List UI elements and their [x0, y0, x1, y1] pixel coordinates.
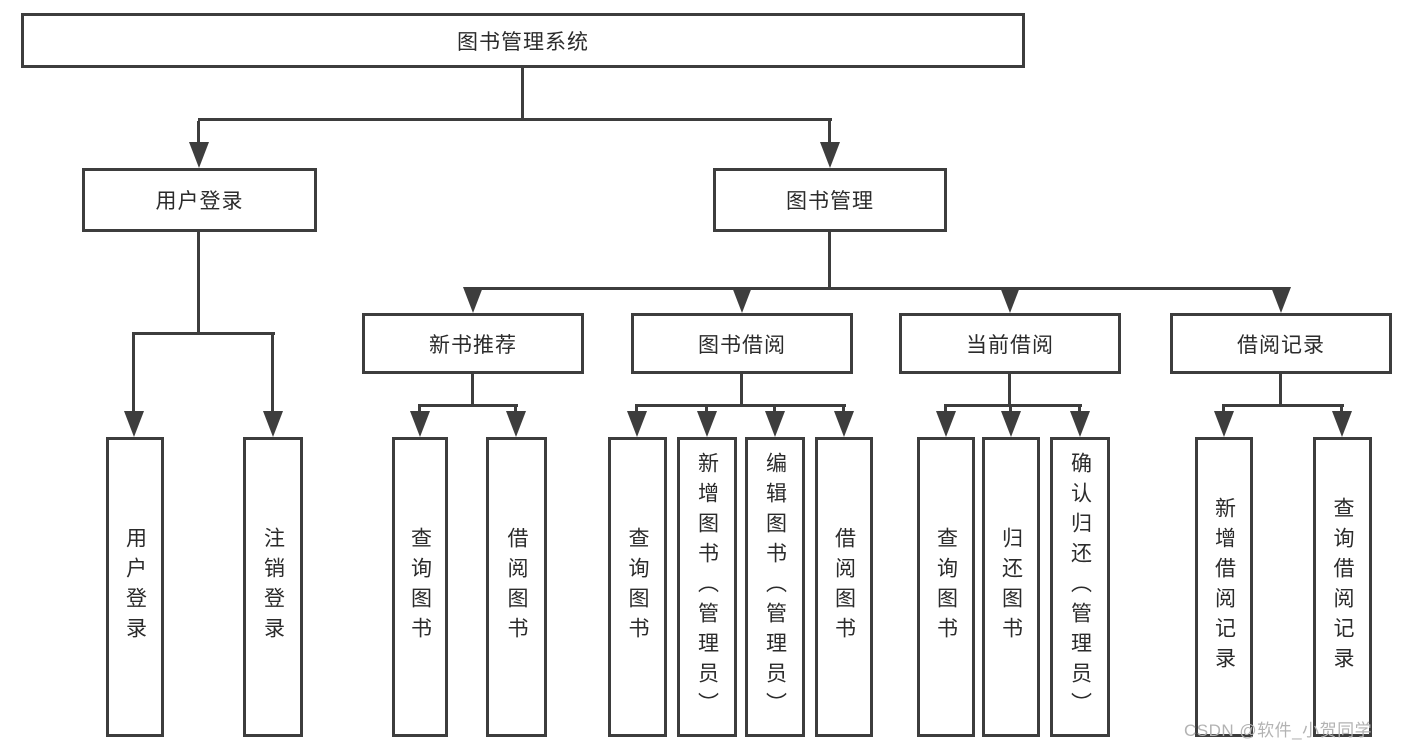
edge-stem-newbook-2 — [514, 404, 517, 414]
edge-borrowrecord-stub — [1279, 374, 1282, 407]
arrowhead-bookborrow-3 — [765, 411, 785, 437]
edge-currentborrow-bar — [945, 404, 1082, 407]
arrowhead-logout-leaf — [263, 411, 283, 437]
leaf-add-book-admin: 新增图书（管理员） — [677, 437, 737, 737]
csdn-watermark: CSDN @软件_小贺同学 — [1184, 721, 1373, 740]
node-root-label: 图书管理系统 — [457, 30, 589, 54]
node-current-borrow-label: 当前借阅 — [966, 333, 1054, 357]
edge-newbook-bar — [419, 404, 518, 407]
leaf-newbook-query-books-label: 查询图书 — [408, 527, 432, 647]
arrowhead-bookborrow-1 — [627, 411, 647, 437]
node-book-borrow: 图书借阅 — [631, 313, 853, 374]
node-book-management-label: 图书管理 — [786, 190, 874, 213]
edge-borrowrecord-bar — [1223, 404, 1344, 407]
leaf-logout-label: 注销登录 — [261, 527, 285, 647]
node-current-borrow: 当前借阅 — [899, 313, 1121, 374]
node-borrow-record-label: 借阅记录 — [1237, 333, 1325, 357]
edge-stem-bookborrow-3 — [773, 404, 776, 414]
edge-currentborrow-stub — [1008, 374, 1011, 407]
leaf-current-query-books-label: 查询图书 — [934, 527, 958, 647]
arrowhead-borrowrecord-1 — [1214, 411, 1234, 437]
edge-stem-newbook-1 — [418, 404, 421, 414]
node-new-book-recommend: 新书推荐 — [362, 313, 584, 374]
edge-stem-borrowrecord-1 — [1222, 404, 1225, 414]
arrowhead-newbook-2 — [506, 411, 526, 437]
leaf-edit-book-admin: 编辑图书（管理员） — [745, 437, 805, 737]
arrowhead-currentborrow-3 — [1070, 411, 1090, 437]
leaf-borrow-query-books-label: 查询图书 — [626, 527, 649, 647]
leaf-logout: 注销登录 — [243, 437, 303, 737]
edge-stem-currentborrow-1 — [944, 404, 947, 414]
arrowhead-newbook-1 — [410, 411, 430, 437]
arrowhead-book-borrow — [732, 287, 752, 313]
edge-stem-logout-leaf — [271, 332, 274, 411]
edge-newbook-stub — [471, 374, 474, 407]
leaf-confirm-return-admin-label: 确认归还（管理员） — [1068, 452, 1092, 722]
edge-stem-bookborrow-1 — [635, 404, 638, 414]
node-book-management: 图书管理 — [713, 168, 947, 232]
node-book-borrow-label: 图书借阅 — [698, 333, 786, 357]
edge-stem-currentborrow-3 — [1078, 404, 1081, 414]
leaf-borrow-borrow-books-label: 借阅图书 — [832, 527, 856, 647]
leaf-newbook-borrow-books-label: 借阅图书 — [505, 527, 528, 647]
edge-stem-book-mgmt — [828, 121, 831, 142]
leaf-confirm-return-admin: 确认归还（管理员） — [1050, 437, 1110, 737]
node-borrow-record: 借阅记录 — [1170, 313, 1392, 374]
arrowhead-book-mgmt — [820, 142, 840, 168]
edge-bookmgmt-stub — [828, 232, 831, 290]
edge-root-stub — [521, 68, 524, 121]
leaf-return-books: 归还图书 — [982, 437, 1040, 737]
edge-stem-bookborrow-4 — [842, 404, 845, 414]
node-user-login: 用户登录 — [82, 168, 317, 232]
arrowhead-bookborrow-2 — [697, 411, 717, 437]
node-user-login-label: 用户登录 — [155, 190, 244, 213]
edge-level3-bar — [472, 287, 1282, 290]
leaf-query-borrow-record: 查询借阅记录 — [1313, 437, 1372, 737]
arrowhead-currentborrow-2 — [1001, 411, 1021, 437]
node-new-book-recommend-label: 新书推荐 — [429, 333, 517, 357]
leaf-newbook-borrow-books: 借阅图书 — [486, 437, 547, 737]
edge-stem-user-login — [197, 121, 200, 142]
arrowhead-borrowrecord-2 — [1332, 411, 1352, 437]
leaf-edit-book-admin-label: 编辑图书（管理员） — [763, 452, 787, 722]
arrowhead-new-book — [463, 287, 483, 313]
arrowhead-login-leaf — [124, 411, 144, 437]
leaf-borrow-query-books: 查询图书 — [608, 437, 667, 737]
leaf-add-borrow-record: 新增借阅记录 — [1195, 437, 1253, 737]
arrowhead-user-login — [189, 142, 209, 168]
edge-level2-bar — [198, 118, 832, 121]
edge-userlogin-stub — [197, 232, 200, 334]
leaf-current-query-books: 查询图书 — [917, 437, 975, 737]
arrowhead-currentborrow-1 — [936, 411, 956, 437]
edge-stem-bookborrow-2 — [705, 404, 708, 414]
leaf-newbook-query-books: 查询图书 — [392, 437, 448, 737]
edge-stem-login-leaf — [132, 332, 135, 411]
edge-userlogin-bar — [133, 332, 275, 335]
arrowhead-current-borrow — [1000, 287, 1020, 313]
leaf-user-login-label: 用户登录 — [123, 527, 147, 647]
leaf-user-login: 用户登录 — [106, 437, 164, 737]
arrowhead-borrow-record — [1271, 287, 1291, 313]
leaf-query-borrow-record-label: 查询借阅记录 — [1331, 497, 1354, 677]
edge-bookborrow-stub — [740, 374, 743, 407]
node-root-system: 图书管理系统 — [21, 13, 1025, 68]
edge-stem-borrowrecord-2 — [1340, 404, 1343, 414]
arrowhead-bookborrow-4 — [834, 411, 854, 437]
leaf-borrow-borrow-books: 借阅图书 — [815, 437, 873, 737]
leaf-add-borrow-record-label: 新增借阅记录 — [1212, 497, 1236, 677]
leaf-return-books-label: 归还图书 — [999, 527, 1023, 647]
leaf-add-book-admin-label: 新增图书（管理员） — [695, 452, 719, 722]
edge-bookborrow-bar — [636, 404, 846, 407]
edge-stem-currentborrow-2 — [1009, 404, 1012, 414]
